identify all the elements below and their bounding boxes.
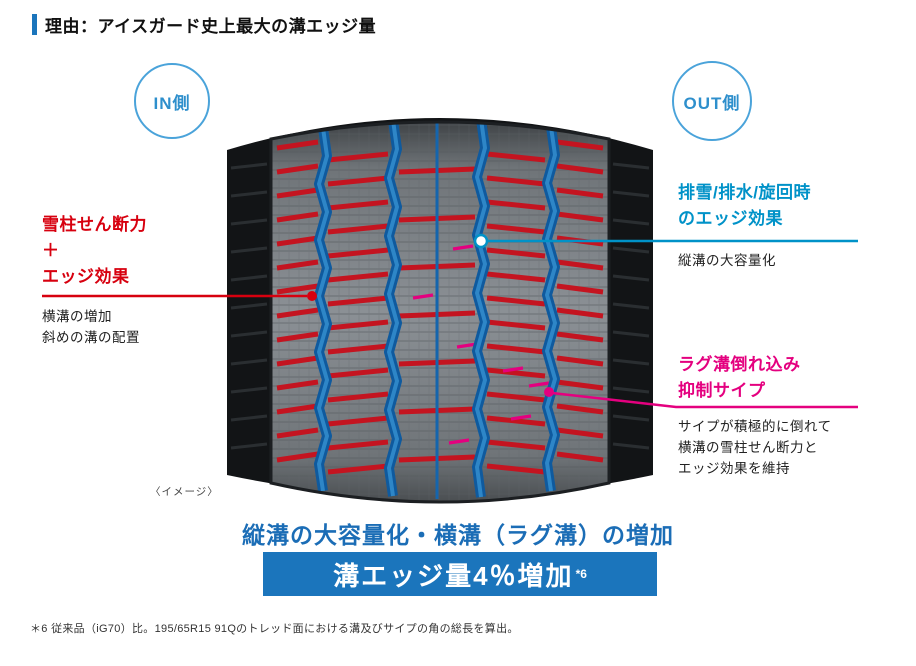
tire-tread-image bbox=[227, 118, 653, 504]
callout-shear-body-line2: 斜めの溝の配置 bbox=[42, 330, 140, 345]
callout-shear-heading-line2: ＋ bbox=[42, 241, 60, 260]
image-caption: 〈イメージ〉 bbox=[150, 486, 219, 498]
blue-vertical-grooves bbox=[314, 122, 560, 499]
tire-illustration bbox=[215, 112, 665, 507]
callout-shear-heading-line3: エッジ効果 bbox=[42, 267, 130, 286]
increase-badge-text: 溝エッジ量4％増加 bbox=[333, 560, 574, 591]
in-side-label: IN側 bbox=[153, 93, 191, 113]
red-lag-grooves bbox=[276, 139, 604, 475]
out-side-label: OUT側 bbox=[683, 93, 741, 113]
out-side-badge: OUT側 bbox=[672, 61, 752, 141]
summary-line: 縦溝の大容量化・横溝（ラグ溝）の増加 bbox=[242, 522, 674, 548]
callout-drainage-body-line1: 縦溝の大容量化 bbox=[678, 253, 776, 268]
callout-drainage-body: 縦溝の大容量化 bbox=[678, 250, 776, 271]
tread-edge bbox=[269, 120, 611, 504]
increase-badge-footnote-marker: *6 bbox=[575, 567, 587, 581]
in-side-badge: IN側 bbox=[134, 63, 210, 139]
callout-shear-heading-line1: 雪柱せん断力 bbox=[42, 215, 147, 234]
callout-lug-sipe: ラグ溝倒れ込み 抑制サイプ bbox=[678, 352, 801, 404]
right-shoulder-blocks bbox=[612, 162, 650, 450]
callout-lug-body: サイプが積極的に倒れて 横溝の雪柱せん断力と エッジ効果を維持 bbox=[678, 416, 832, 479]
callout-shear-body-line1: 横溝の増加 bbox=[42, 309, 112, 324]
callout-shear-force: 雪柱せん断力 ＋ エッジ効果 bbox=[42, 212, 147, 290]
callout-lug-body-line1: サイプが積極的に倒れて bbox=[678, 419, 832, 434]
header: 理由：アイスガード史上最大の溝エッジ量 bbox=[32, 12, 376, 37]
callout-lug-body-line3: エッジ効果を維持 bbox=[678, 461, 790, 476]
left-shoulder-blocks bbox=[230, 162, 268, 450]
callout-lug-body-line2: 横溝の雪柱せん断力と bbox=[678, 440, 818, 455]
callout-drainage-heading-line1: 排雪/排水/旋回時 bbox=[678, 183, 811, 202]
callout-drainage: 排雪/排水/旋回時 のエッジ効果 bbox=[678, 180, 811, 232]
callout-drainage-heading-line2: のエッジ効果 bbox=[678, 209, 783, 228]
callout-shear-body: 横溝の増加 斜めの溝の配置 bbox=[42, 306, 140, 348]
magenta-sipes bbox=[412, 244, 550, 445]
footnote: ＊6 従来品（iG70）比。195/65R15 91Qのトレッド面における溝及び… bbox=[30, 623, 519, 635]
page-title: 理由：アイスガード史上最大の溝エッジ量 bbox=[45, 17, 377, 36]
increase-badge: 溝エッジ量4％増加*6 bbox=[263, 552, 657, 596]
header-accent-bar bbox=[32, 14, 37, 35]
callout-lug-heading-line1: ラグ溝倒れ込み bbox=[678, 355, 801, 374]
callout-lug-heading-line2: 抑制サイプ bbox=[678, 381, 766, 400]
